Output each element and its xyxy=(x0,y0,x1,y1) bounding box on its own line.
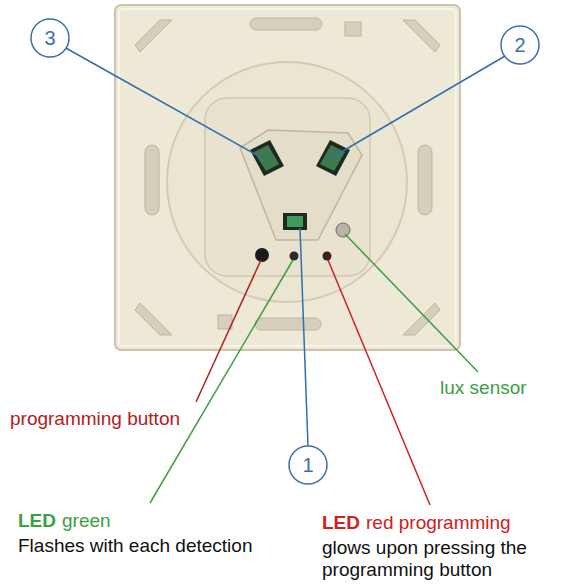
top-slot xyxy=(250,18,322,30)
bottom-slot xyxy=(255,318,321,330)
sensor-window-lens xyxy=(287,216,303,227)
sensor-head xyxy=(240,130,362,240)
callout-ring xyxy=(31,19,69,57)
sensor-window xyxy=(250,140,284,176)
leader-line xyxy=(300,228,308,446)
corner-slot xyxy=(403,303,440,335)
part-label: green xyxy=(62,510,111,532)
sensor-window xyxy=(283,213,307,230)
callout-circle: 3 xyxy=(30,18,70,58)
callout-number: 1 xyxy=(288,445,328,485)
inner-housing xyxy=(205,98,370,276)
central-disc xyxy=(167,62,407,302)
leader-line xyxy=(328,260,430,505)
part-label: LED xyxy=(18,510,56,532)
leader-line xyxy=(64,47,262,158)
side-slot xyxy=(418,145,432,215)
sensor-window-lens xyxy=(320,145,345,171)
corner-slot xyxy=(135,20,172,52)
leader-line xyxy=(331,56,505,158)
callout-ring xyxy=(289,446,327,484)
callout-number: 3 xyxy=(30,18,70,58)
callout-circle: 1 xyxy=(288,445,328,485)
green-led xyxy=(290,252,299,261)
programming-button xyxy=(255,248,269,262)
red-led xyxy=(323,252,332,261)
corner-slot xyxy=(403,20,440,52)
leader-line xyxy=(150,260,293,503)
side-slot xyxy=(145,145,159,215)
lux-sensor xyxy=(336,223,350,237)
part-label: LED xyxy=(322,512,360,534)
top-notch xyxy=(345,22,361,36)
callout-circle: 2 xyxy=(500,25,540,65)
mounting-plate xyxy=(115,5,460,350)
part-label: red programming xyxy=(366,512,511,534)
plate-highlight xyxy=(119,9,456,346)
sensor-window-lens xyxy=(254,145,279,171)
sensor-window xyxy=(316,140,350,176)
part-label: programming button xyxy=(10,408,180,430)
part-label: glows upon pressing the programming butt… xyxy=(322,537,560,582)
part-label: lux sensor xyxy=(440,377,527,399)
corner-slot xyxy=(135,303,172,335)
callout-number: 2 xyxy=(500,25,540,65)
callout-ring xyxy=(501,26,539,64)
part-label: Flashes with each detection xyxy=(18,535,252,557)
leader-line xyxy=(345,234,478,372)
